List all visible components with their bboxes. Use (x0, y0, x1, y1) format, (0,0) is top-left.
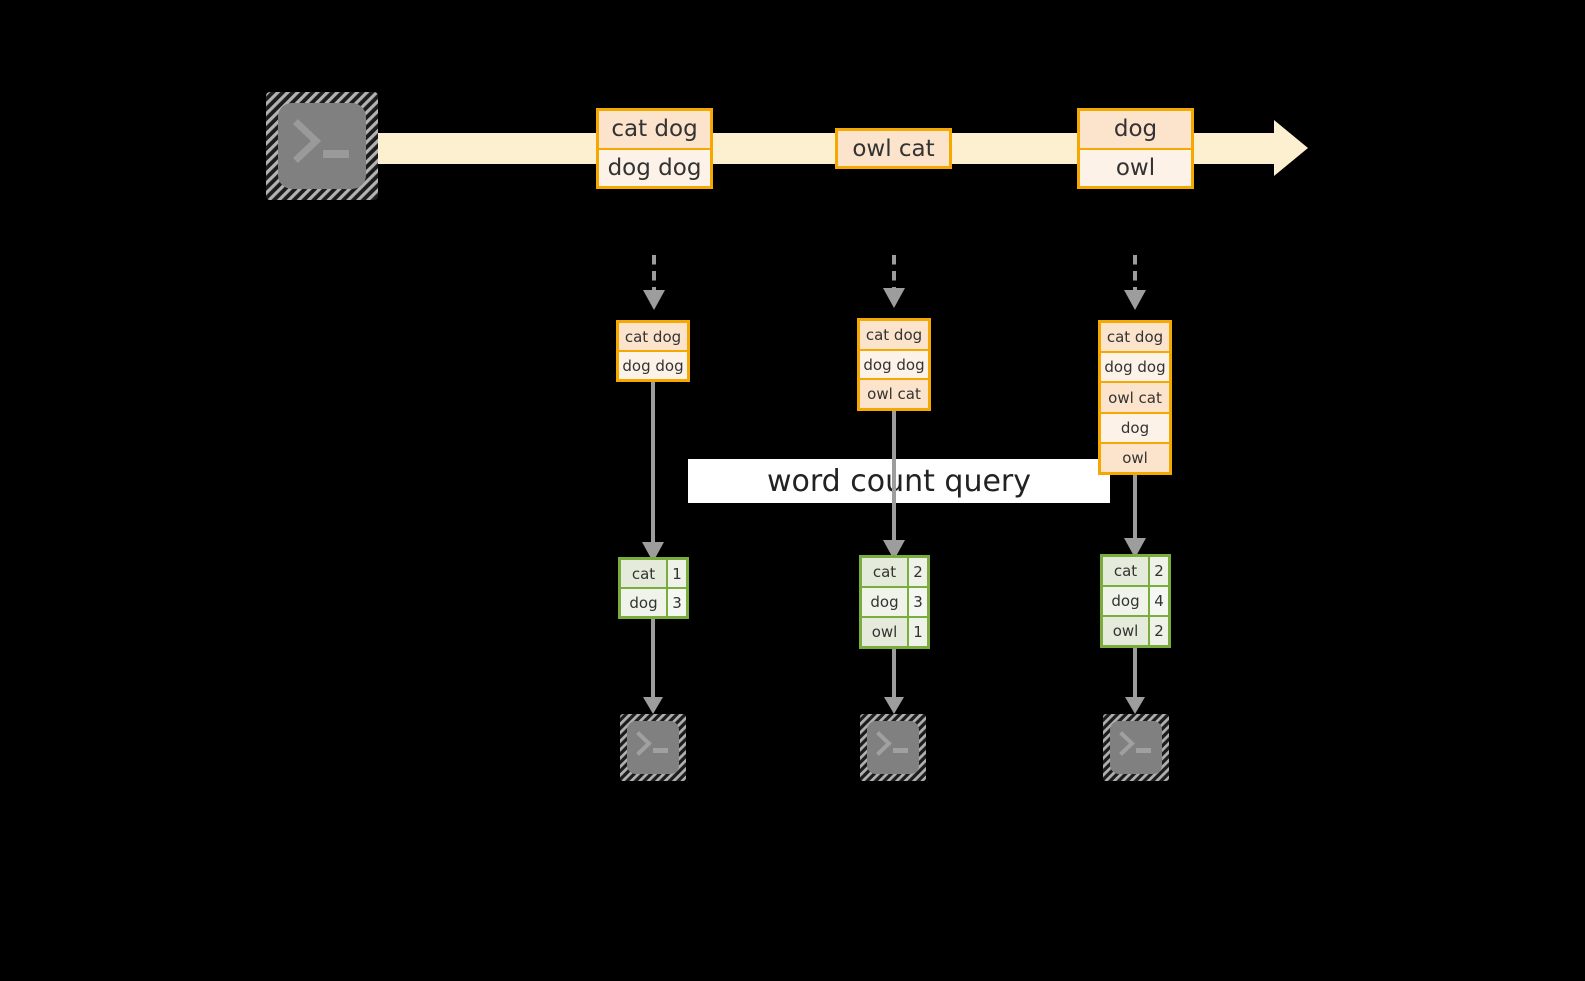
snapshot-1-result-table[interactable]: cat 1 dog 3 (618, 557, 689, 619)
snapshot-3-result-table[interactable]: cat 2 dog 4 owl 2 (1100, 554, 1171, 648)
snapshot-2-input-table[interactable]: cat dog dog dog owl cat (857, 318, 931, 411)
result-word: dog (621, 589, 666, 616)
input-row: dog dog (1101, 353, 1169, 382)
divider (619, 350, 687, 352)
input-row: cat dog (619, 323, 687, 350)
snapshot-tap-line-3 (1133, 255, 1137, 291)
query-label: word count query (688, 459, 1110, 503)
stream-arrowhead (1274, 120, 1308, 176)
divider (1101, 441, 1169, 444)
snapshot-1-sink-arrowhead (643, 697, 663, 714)
result-count: 2 (907, 558, 927, 586)
snapshot-2-sink-terminal-icon[interactable] (860, 714, 926, 781)
input-row: cat dog (1101, 323, 1169, 352)
table-row[interactable]: dog 4 (1103, 587, 1168, 615)
snapshot-1-sink-line (651, 619, 655, 699)
snapshot-2-query-line-overlay (892, 459, 896, 503)
snapshot-2-sink-arrowhead (884, 697, 904, 714)
snapshot-3-query-arrowhead (1124, 538, 1146, 558)
result-count: 1 (907, 618, 927, 646)
table-row[interactable]: dog 3 (862, 588, 927, 616)
snapshot-tap-line-1 (652, 255, 656, 291)
record-line: dog (1080, 111, 1191, 148)
input-row: owl (1101, 443, 1169, 473)
divider (599, 147, 710, 150)
stream-record-2[interactable]: owl cat (835, 128, 952, 169)
divider (1103, 615, 1168, 617)
input-row: dog dog (860, 350, 928, 379)
table-row[interactable]: cat 2 (862, 558, 927, 586)
stream-record-1[interactable]: cat dog dog dog (596, 108, 713, 189)
result-count: 4 (1148, 587, 1168, 615)
result-count: 1 (666, 560, 686, 587)
table-row[interactable]: dog 3 (621, 589, 686, 616)
record-line: dog dog (599, 149, 710, 186)
result-word: cat (862, 558, 907, 586)
stream-record-3[interactable]: dog owl (1077, 108, 1194, 189)
result-word: dog (1103, 587, 1148, 615)
divider (1103, 585, 1168, 587)
snapshot-3-sink-arrowhead (1125, 697, 1145, 714)
result-word: owl (1103, 617, 1148, 645)
snapshot-1-input-table[interactable]: cat dog dog dog (616, 320, 690, 382)
snapshot-tap-arrowhead-3 (1124, 290, 1146, 310)
divider (862, 586, 927, 588)
record-line: owl (1080, 149, 1191, 186)
result-word: cat (1103, 557, 1148, 585)
snapshot-tap-arrowhead-1 (643, 290, 665, 310)
record-line: cat dog (599, 111, 710, 148)
table-row[interactable]: cat 2 (1103, 557, 1168, 585)
snapshot-3-sink-terminal-icon[interactable] (1103, 714, 1169, 781)
result-word: cat (621, 560, 666, 587)
result-word: dog (862, 588, 907, 616)
source-terminal-icon[interactable] (266, 92, 378, 200)
divider (1101, 381, 1169, 384)
result-count: 2 (1148, 617, 1168, 645)
result-count: 3 (907, 588, 927, 616)
divider (862, 616, 927, 618)
snapshot-2-result-table[interactable]: cat 2 dog 3 owl 1 (859, 555, 930, 649)
input-row: owl cat (860, 380, 928, 409)
divider (860, 378, 928, 381)
divider (1101, 411, 1169, 414)
divider (1080, 147, 1191, 150)
result-count: 3 (666, 589, 686, 616)
input-row: dog (1101, 413, 1169, 442)
input-row: dog dog (619, 352, 687, 379)
table-row[interactable]: owl 2 (1103, 617, 1168, 645)
snapshot-1-sink-terminal-icon[interactable] (620, 714, 686, 781)
snapshot-3-input-table-overlay[interactable]: cat dog dog dog owl cat dog owl (1098, 320, 1172, 475)
snapshot-tap-arrowhead-2 (883, 288, 905, 308)
input-row: cat dog (860, 321, 928, 349)
snapshot-3-query-line (1133, 475, 1137, 553)
snapshot-3-sink-line (1133, 648, 1137, 699)
input-row: owl cat (1101, 383, 1169, 412)
snapshot-1-query-line-overlay (651, 459, 655, 503)
divider (621, 587, 686, 589)
snapshot-2-sink-line (892, 649, 896, 699)
table-row[interactable]: cat 1 (621, 560, 686, 587)
divider (1101, 351, 1169, 354)
table-row[interactable]: owl 1 (862, 618, 927, 646)
record-line: owl cat (838, 131, 949, 166)
divider (860, 348, 928, 351)
result-count: 2 (1148, 557, 1168, 585)
snapshot-tap-line-2 (892, 255, 896, 289)
result-word: owl (862, 618, 907, 646)
